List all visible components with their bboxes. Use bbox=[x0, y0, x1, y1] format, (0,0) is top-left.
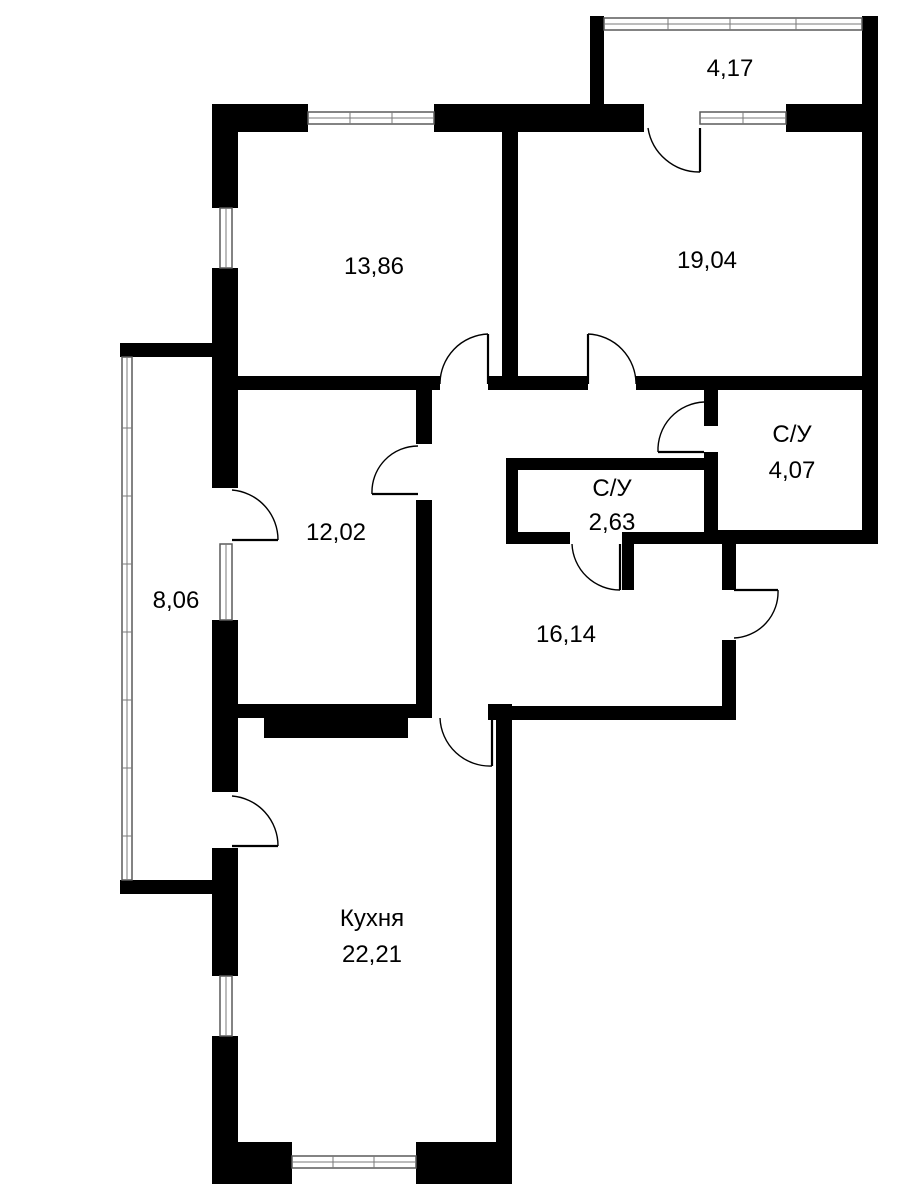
bedroom-1-area: 13,86 bbox=[344, 253, 404, 280]
door-kitchen bbox=[439, 717, 494, 767]
bedroom-2-area: 19,04 bbox=[677, 247, 737, 274]
window-bedroom-1-top bbox=[307, 111, 435, 125]
bathroom-1-name: С/У bbox=[772, 421, 812, 448]
hall-area: 16,14 bbox=[536, 621, 596, 648]
door-loggia-bedroom-3 bbox=[231, 489, 279, 542]
door-bedroom-2 bbox=[586, 333, 637, 385]
door-bathroom-2 bbox=[571, 543, 622, 591]
walls bbox=[120, 16, 878, 1184]
window-kitchen-left bbox=[219, 975, 233, 1037]
balcony-top-area: 4,17 bbox=[707, 55, 754, 82]
kitchen-name: Кухня bbox=[340, 905, 404, 932]
door-balcony bbox=[647, 127, 702, 173]
door-bedroom-1 bbox=[439, 333, 490, 385]
bathroom-2-area: 2,63 bbox=[589, 509, 636, 536]
door-loggia-kitchen bbox=[231, 795, 279, 848]
window-bedroom-1-left bbox=[219, 207, 233, 269]
loggia-area: 8,06 bbox=[153, 587, 200, 614]
bathroom-2-name: С/У bbox=[592, 475, 632, 502]
bathroom-1-area: 4,07 bbox=[769, 457, 816, 484]
door-bedroom-3 bbox=[371, 445, 419, 496]
kitchen-area: 22,21 bbox=[342, 941, 402, 968]
bedroom-3-area: 12,02 bbox=[306, 519, 366, 546]
door-hall-right bbox=[733, 588, 779, 639]
door-bathroom-1 bbox=[657, 401, 705, 454]
window-bedroom-2-top bbox=[699, 111, 787, 125]
window-kitchen-bottom bbox=[291, 1155, 417, 1169]
window-loggia bbox=[121, 356, 133, 881]
window-top-balcony bbox=[603, 17, 863, 31]
window-bedroom-3-left bbox=[219, 543, 233, 621]
